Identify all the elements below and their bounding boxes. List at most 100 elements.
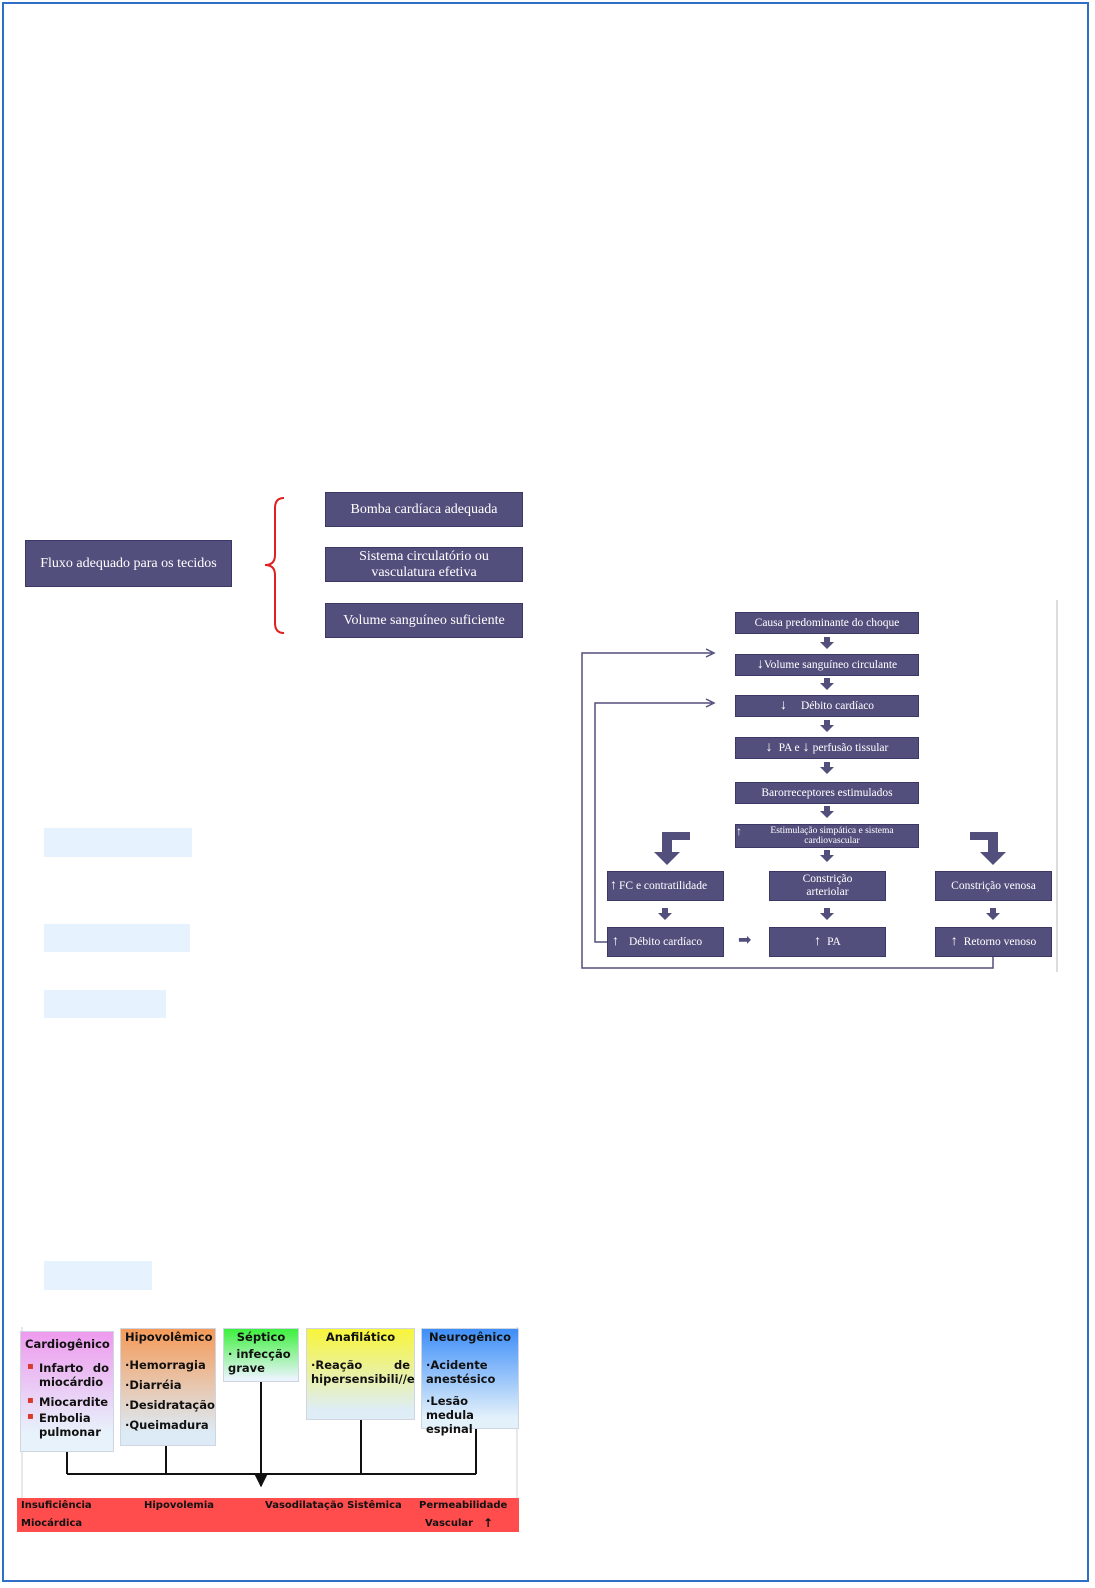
result-permeability-line1: Permeabilidade [419,1500,508,1511]
flow-label-debito2: Débito cardíaco [629,935,703,948]
highlight-block [44,924,190,952]
down-arrow [820,637,834,649]
flow-label-volume: Volume sanguíneo circulante [763,658,898,671]
flow-label-fc: FC e contratilidade [619,879,708,892]
flow-box-estim: ↑ Estimulação simpática e sistema cardio… [735,824,919,848]
flow-label-perfusion: perfusão tissular [812,741,889,754]
highlight-block [44,990,166,1018]
flow-box-baro: Barorreceptores estimulados [735,782,919,804]
up-arrow-symbol: ↑ [612,934,619,950]
shock-cause: ·Diarréia [125,1378,182,1392]
flow-box-retorno: ↑ Retorno venoso [935,927,1052,957]
main-requirement-label: Fluxo adequado para os tecidos [40,555,217,571]
feedback-head-inner [705,698,716,708]
shock-title: Neurogênico [428,1330,512,1344]
flow-box-pa: ↓ PA e ↓ perfusão tissular [735,737,919,759]
shock-cause-list: · infecção grave [228,1347,294,1375]
flow-label-estim: Estimulação simpática e sistema cardiova… [770,825,894,846]
flow-label-pa2: PA [827,935,841,948]
flow-arrows [654,637,1006,920]
shock-cause: Infarto do miocárdio [25,1361,109,1389]
down-arrow [658,908,672,920]
shock-card-septic: Séptico · infecção grave [223,1328,299,1382]
flow-label-venosa: Constrição venosa [951,879,1036,892]
shock-card-hypovolemic: Hipovolêmico ·Hemorragia ·Diarréia ·Desi… [120,1328,216,1446]
up-arrow-symbol: ↑ [950,934,958,950]
requirement-label-pump: Bomba cardíaca adequada [350,501,498,517]
result-permeability-line2: Vascular [425,1518,474,1529]
shock-title: Anafilático [325,1330,396,1344]
down-arrow [986,908,1000,920]
result-bar: Insuficiência Miocárdica Hipovolemia Vas… [17,1498,519,1532]
flow-box-volume: ↓ Volume sanguíneo circulante [735,654,919,676]
flow-box-venosa: Constrição venosa [935,871,1052,901]
up-arrow-symbol: ↑ [483,1516,494,1530]
feedback-line-inner [594,702,712,943]
down-arrow [820,762,834,774]
result-hypovolemia: Hipovolemia [144,1500,215,1511]
shock-card-anaphylactic: Anafilático ·Reação de hipersensibili//e [306,1328,415,1420]
feedback-line-outer [581,652,994,969]
shock-cause-list: ·Reação de hipersensibili//e [311,1358,415,1386]
main-requirement-box: Fluxo adequado para os tecidos [25,540,232,587]
shock-title: Séptico [236,1330,286,1344]
shock-cause: ·Desidratação [125,1398,215,1412]
up-arrow-symbol: ↑ [736,824,742,838]
requirement-label-volume: Volume sanguíneo suficiente [343,612,505,628]
shock-cause: Embolia pulmonar [25,1411,109,1439]
flow-label-debito: Débito cardíaco [800,699,875,712]
shock-card-neurogenic: Neurogênico ·Acidente anestésico ·Lesão … [421,1328,519,1436]
highlight-block [44,1261,152,1290]
shock-card-cardiogenic: Cardiogênico Infarto do miocárdio Miocar… [20,1331,114,1452]
highlight-block [44,828,192,857]
result-insufficiency-line2: Miocárdica [21,1518,83,1529]
bent-arrow-right [970,832,1006,865]
feedback-head-outer [705,648,716,658]
right-arrow-symbol: ➡ [738,930,752,949]
up-arrow-symbol: ↑ [814,934,822,950]
shock-tree-connector [66,1382,477,1488]
requirement-box-pump: Bomba cardíaca adequada [325,492,523,527]
flow-label-pa: PA e [778,741,800,754]
bent-arrow-left [654,832,690,865]
flow-label-retorno: Retorno venoso [963,935,1037,948]
flow-label-cause: Causa predominante do choque [754,616,900,629]
flow-label-baro: Barorreceptores estimulados [761,786,893,799]
flow-box-fc: ↑ FC e contratilidade [607,871,724,901]
shock-cause: ·Acidente anestésico [426,1358,496,1386]
requirement-label-vasculature: Sistema circulatório ou vasculatura efet… [359,549,489,580]
down-arrow-symbol: ↓ [802,740,810,756]
bracket-shape [264,497,285,634]
shock-cause-list: ·Hemorragia ·Diarréia ·Desidratação ·Que… [125,1358,215,1432]
down-arrow [820,720,834,732]
down-arrow-symbol: ↓ [756,657,764,673]
down-arrow [820,850,834,862]
flow-label-arteriolar: Constrição arteriolar [802,873,853,898]
shock-cause-list: ·Acidente anestésico ·Lesão medula espin… [426,1358,514,1436]
shock-cause: ·Lesão medula espinal [426,1394,474,1436]
shock-title: Cardiogênico [25,1337,110,1351]
result-vasodilation: Vasodilatação Sistêmica [265,1500,402,1511]
flow-box-debito2: ↑ Débito cardíaco [607,927,724,957]
shock-cause: ·Queimadura [125,1418,209,1432]
requirement-box-vasculature: Sistema circulatório ou vasculatura efet… [325,547,523,582]
shock-cause: ·Hemorragia [125,1358,206,1372]
shock-title: Hipovolêmico [125,1330,213,1344]
up-arrow-symbol: ↑ [610,878,617,894]
down-arrow [820,908,834,920]
requirement-box-volume: Volume sanguíneo suficiente [325,603,523,638]
shock-cause: · infecção grave [228,1347,291,1375]
down-arrow-symbol: ↓ [765,740,773,756]
flow-box-pa2: ↑ PA [769,927,886,957]
flow-box-debito: ↓ Débito cardíaco [735,695,919,717]
shock-cause: ·Reação de hipersensibili//e [311,1358,415,1386]
shock-cause: Miocardite [25,1395,109,1409]
down-arrow [820,806,834,818]
shock-cause-list: Infarto do miocárdio Miocardite Embolia … [25,1361,109,1439]
down-arrow-symbol: ↓ [779,698,787,714]
flow-box-cause: Causa predominante do choque [735,612,919,634]
flow-box-arteriolar: Constrição arteriolar [769,871,886,901]
result-insufficiency-line1: Insuficiência [21,1500,92,1511]
